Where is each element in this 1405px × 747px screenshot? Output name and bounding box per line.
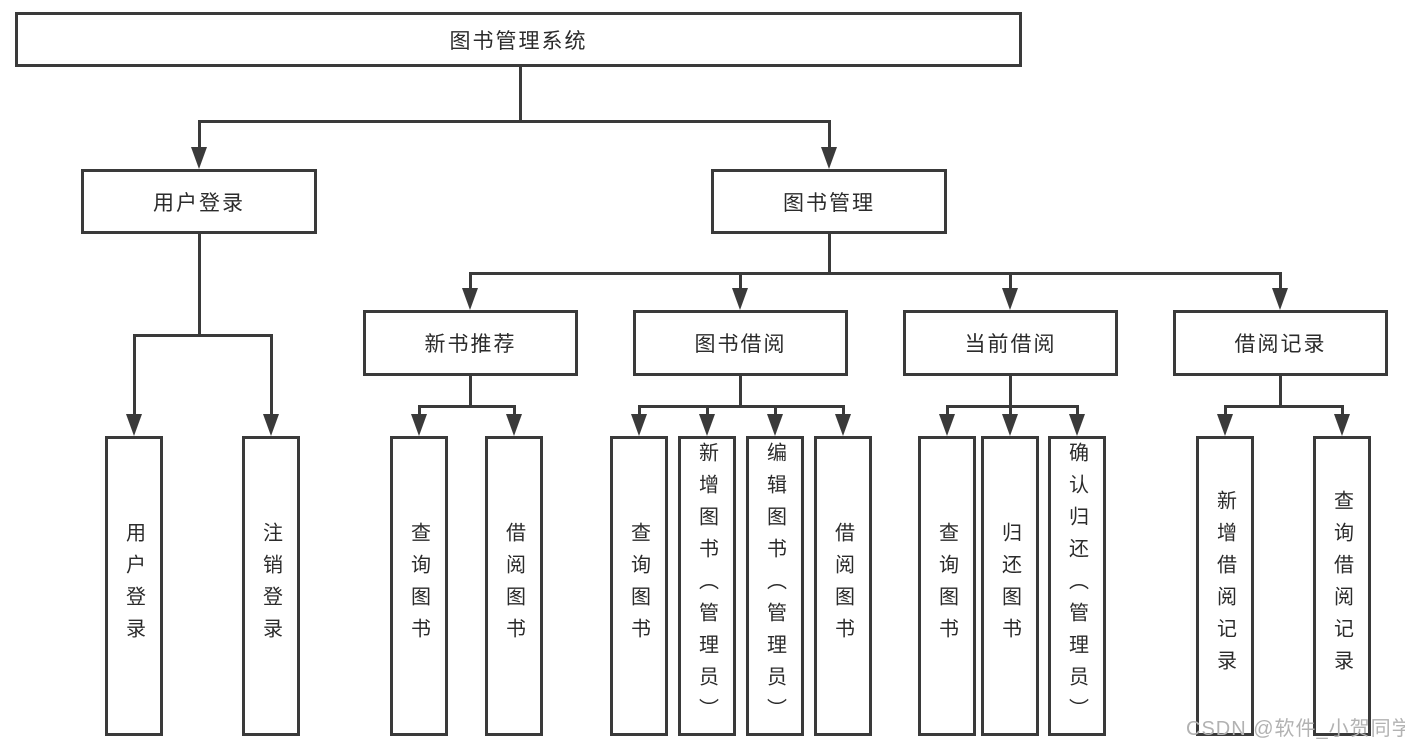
node-leaf-return-books: 归还图书 — [981, 436, 1039, 736]
connector-line — [1076, 406, 1079, 418]
node-leaf-borrow-books-recommend: 借阅图书 — [485, 436, 543, 736]
connector-line — [1009, 406, 1012, 418]
node-user-login: 用户登录 — [81, 169, 317, 234]
connector-line — [706, 406, 709, 418]
connector-line — [1279, 376, 1282, 407]
connector-line — [469, 273, 472, 291]
connector-line — [1009, 273, 1012, 291]
node-leaf-query-borrow-record: 查询借阅记录 — [1313, 436, 1371, 736]
node-label: 借阅图书 — [502, 522, 525, 650]
node-book-borrow: 图书借阅 — [633, 310, 848, 376]
node-leaf-user-login: 用户登录 — [105, 436, 163, 736]
node-label: 图书管理系统 — [449, 29, 588, 53]
connector-line — [774, 406, 777, 418]
node-label: 新书推荐 — [424, 333, 517, 356]
node-current-borrow: 当前借阅 — [903, 310, 1118, 376]
node-label: 编辑图书（管理员） — [763, 442, 786, 730]
node-leaf-confirm-return-admin: 确认归还（管理员） — [1048, 436, 1106, 736]
connector-line — [946, 405, 1079, 408]
connector-line — [946, 406, 949, 418]
connector-line — [519, 67, 522, 122]
connector-line — [1009, 376, 1012, 407]
node-leaf-add-books-admin: 新增图书（管理员） — [678, 436, 736, 736]
connector-line — [638, 405, 845, 408]
node-label: 新增图书（管理员） — [695, 442, 718, 730]
connector-line — [1279, 273, 1282, 291]
connector-line — [418, 405, 516, 408]
arrow-down-icon — [631, 414, 647, 436]
connector-line — [198, 120, 831, 123]
node-leaf-logout: 注销登录 — [242, 436, 300, 736]
connector-line — [739, 376, 742, 407]
node-leaf-add-borrow-record: 新增借阅记录 — [1196, 436, 1254, 736]
connector-line — [828, 121, 831, 151]
arrow-down-icon — [1217, 414, 1233, 436]
node-label: 查询图书 — [407, 522, 430, 650]
node-label: 用户登录 — [122, 522, 145, 650]
connector-line — [842, 406, 845, 418]
node-label: 查询借阅记录 — [1330, 490, 1353, 682]
arrow-down-icon — [126, 414, 142, 436]
arrow-down-icon — [1002, 288, 1018, 310]
node-leaf-query-books-borrow: 查询图书 — [610, 436, 668, 736]
connector-line — [198, 234, 201, 336]
node-label: 注销登录 — [259, 522, 282, 650]
arrow-down-icon — [821, 147, 837, 169]
connector-line — [638, 406, 641, 418]
arrow-down-icon — [1002, 414, 1018, 436]
node-label: 图书借阅 — [694, 333, 787, 356]
node-leaf-borrow-books: 借阅图书 — [814, 436, 872, 736]
node-label: 确认归还（管理员） — [1065, 442, 1088, 730]
node-leaf-edit-books-admin: 编辑图书（管理员） — [746, 436, 804, 736]
node-new-book-recommend: 新书推荐 — [363, 310, 578, 376]
arrow-down-icon — [1272, 288, 1288, 310]
connector-line — [198, 121, 201, 151]
node-leaf-query-books-current: 查询图书 — [918, 436, 976, 736]
node-label: 当前借阅 — [964, 333, 1057, 356]
connector-line — [1341, 406, 1344, 418]
arrow-down-icon — [506, 414, 522, 436]
arrow-down-icon — [939, 414, 955, 436]
arrow-down-icon — [1069, 414, 1085, 436]
connector-line — [133, 335, 136, 422]
connector-line — [469, 376, 472, 407]
node-library-management-system: 图书管理系统 — [15, 12, 1022, 67]
arrow-down-icon — [462, 288, 478, 310]
arrow-down-icon — [411, 414, 427, 436]
connector-line — [133, 334, 273, 337]
arrow-down-icon — [699, 414, 715, 436]
connector-line — [1224, 406, 1227, 418]
arrow-down-icon — [732, 288, 748, 310]
connector-line — [418, 406, 421, 418]
node-label: 用户登录 — [153, 191, 245, 215]
node-label: 借阅图书 — [831, 522, 854, 650]
node-label: 查询图书 — [627, 522, 650, 650]
node-leaf-query-books-recommend: 查询图书 — [390, 436, 448, 736]
connector-line — [513, 406, 516, 418]
connector-line — [270, 335, 273, 422]
arrow-down-icon — [1334, 414, 1350, 436]
node-label: 图书管理 — [783, 191, 875, 215]
arrow-down-icon — [191, 147, 207, 169]
node-label: 新增借阅记录 — [1213, 490, 1236, 682]
node-label: 查询图书 — [935, 522, 958, 650]
node-label: 归还图书 — [998, 522, 1021, 650]
connector-line — [739, 273, 742, 291]
arrow-down-icon — [263, 414, 279, 436]
node-label: 借阅记录 — [1234, 333, 1327, 356]
arrow-down-icon — [835, 414, 851, 436]
connector-line — [828, 234, 831, 274]
connector-line — [469, 272, 1282, 275]
node-borrow-records: 借阅记录 — [1173, 310, 1388, 376]
connector-line — [1224, 405, 1344, 408]
node-book-management: 图书管理 — [711, 169, 947, 234]
arrow-down-icon — [767, 414, 783, 436]
